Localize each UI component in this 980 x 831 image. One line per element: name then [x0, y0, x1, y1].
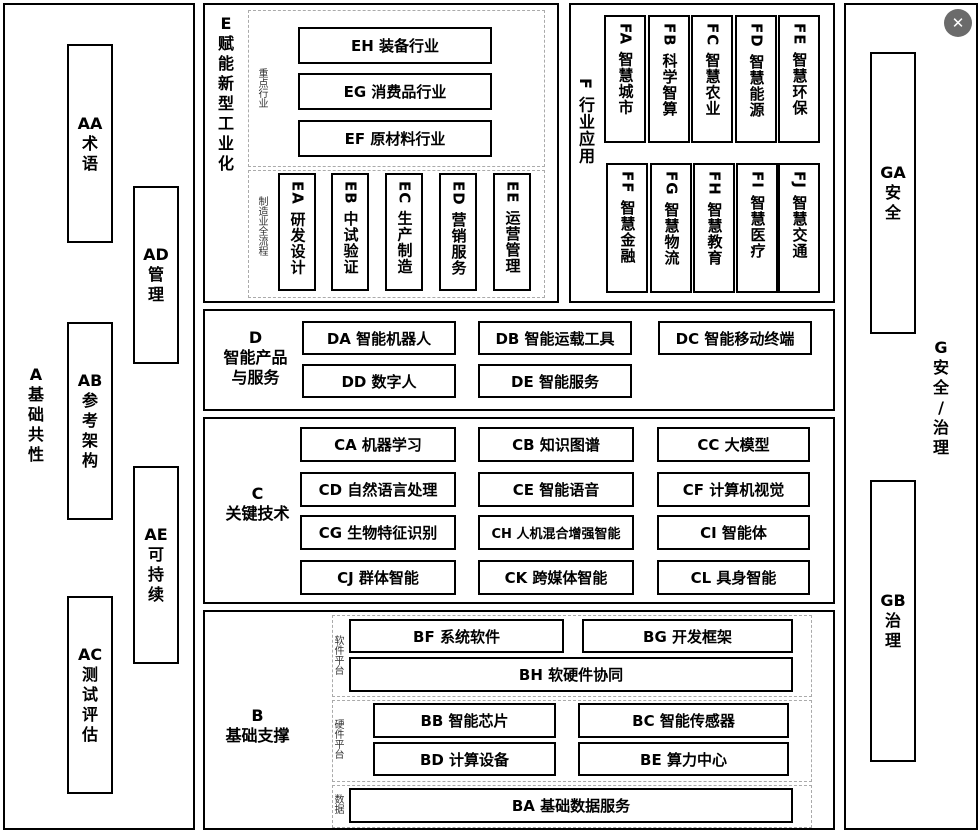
box-eg: EG 消费品行业 — [298, 73, 492, 110]
box-cj: CJ 群体智能 — [300, 560, 456, 595]
box-ef: EF 原材料行业 — [298, 120, 492, 157]
box-gb-governance: GB 治 理 — [870, 480, 916, 762]
box-ea: EA 研发设计 — [278, 173, 316, 291]
box-eb: EB 中试验证 — [331, 173, 369, 291]
box-fg: FG 智慧物流 — [650, 163, 692, 293]
section-b-label: B 基础支撑 — [225, 706, 290, 745]
box-bg: BG 开发框架 — [582, 619, 793, 653]
focus-industries-group — [248, 10, 545, 167]
box-ch: CH 人机混合增强智能 — [478, 515, 634, 550]
box-bc: BC 智能传感器 — [578, 703, 789, 738]
box-fj: FJ 智慧交通 — [778, 163, 820, 293]
box-bh: BH 软硬件协同 — [349, 657, 793, 692]
box-ff: FF 智慧金融 — [606, 163, 648, 293]
box-ed: ED 营销服务 — [439, 173, 477, 291]
box-de: DE 智能服务 — [478, 364, 632, 398]
hardware-platform-group — [332, 700, 812, 782]
manufacturing-process-group — [248, 170, 545, 298]
manufacturing-process-label: 制造业全流程 — [256, 196, 267, 256]
box-ce: CE 智能语音 — [478, 472, 634, 507]
box-ae-sustainability: AE 可 持 续 — [133, 466, 179, 664]
box-da: DA 智能机器人 — [302, 321, 456, 355]
box-ac-label: AC 测 试 评 估 — [77, 645, 103, 744]
box-cb: CB 知识图谱 — [478, 427, 634, 462]
focus-industries-label: 重点行业 — [256, 68, 267, 108]
hardware-platform-label: 硬件平台 — [332, 719, 343, 759]
box-fi: FI 智慧医疗 — [736, 163, 778, 293]
software-platform-group — [332, 615, 812, 697]
data-label: 数据 — [332, 794, 343, 814]
box-cf: CF 计算机视觉 — [657, 472, 810, 507]
box-ck: CK 跨媒体智能 — [478, 560, 634, 595]
section-f-label: F 行业应用 — [576, 78, 595, 165]
box-ga-label: GA 安 全 — [880, 163, 906, 222]
box-fh: FH 智慧教育 — [693, 163, 735, 293]
box-gb-label: GB 治 理 — [880, 591, 906, 650]
close-icon[interactable]: ✕ — [944, 9, 972, 37]
section-a-label: A 基 础 共 性 — [27, 365, 44, 464]
box-eh: EH 装备行业 — [298, 27, 492, 64]
box-ad-label: AD 管 理 — [143, 245, 169, 304]
box-db: DB 智能运载工具 — [478, 321, 632, 355]
box-ad-management: AD 管 理 — [133, 186, 179, 364]
box-bb: BB 智能芯片 — [373, 703, 556, 738]
box-fb: FB 科学智算 — [648, 15, 690, 143]
box-ci: CI 智能体 — [657, 515, 810, 550]
box-dc: DC 智能移动终端 — [658, 321, 812, 355]
box-ga-security: GA 安 全 — [870, 52, 916, 334]
section-c-label: C 关键技术 — [225, 484, 290, 523]
box-ab-reference-architecture: AB 参 考 架 构 — [67, 322, 113, 520]
software-platform-label: 软件平台 — [332, 635, 343, 675]
box-bd: BD 计算设备 — [373, 742, 556, 776]
data-group — [332, 785, 812, 828]
box-cg: CG 生物特征识别 — [300, 515, 456, 550]
box-cc: CC 大模型 — [657, 427, 810, 462]
box-bf: BF 系统软件 — [349, 619, 564, 653]
box-fa: FA 智慧城市 — [604, 15, 646, 143]
box-ca: CA 机器学习 — [300, 427, 456, 462]
box-fd: FD 智慧能源 — [735, 15, 777, 143]
box-aa-label: AA 术 语 — [77, 113, 103, 173]
section-e-label: E 赋 能 新 型 工 业 化 — [217, 14, 234, 173]
box-ba: BA 基础数据服务 — [349, 788, 793, 823]
section-d-label: D 智能产品 与服务 — [223, 328, 288, 387]
box-dd: DD 数字人 — [302, 364, 456, 398]
box-ab-label: AB 参 考 架 构 — [77, 371, 103, 470]
box-aa-terminology: AA 术 语 — [67, 44, 113, 243]
section-g-label: G 安 全 / 治 理 — [932, 338, 949, 457]
box-ec: EC 生产制造 — [385, 173, 423, 291]
box-cd: CD 自然语言处理 — [300, 472, 456, 507]
box-fc: FC 智慧农业 — [691, 15, 733, 143]
box-be: BE 算力中心 — [578, 742, 789, 776]
box-ac-testing-evaluation: AC 测 试 评 估 — [67, 596, 113, 794]
box-ee: EE 运营管理 — [493, 173, 531, 291]
box-fe: FE 智慧环保 — [778, 15, 820, 143]
box-ae-label: AE 可 持 续 — [144, 525, 168, 604]
box-cl: CL 具身智能 — [657, 560, 810, 595]
